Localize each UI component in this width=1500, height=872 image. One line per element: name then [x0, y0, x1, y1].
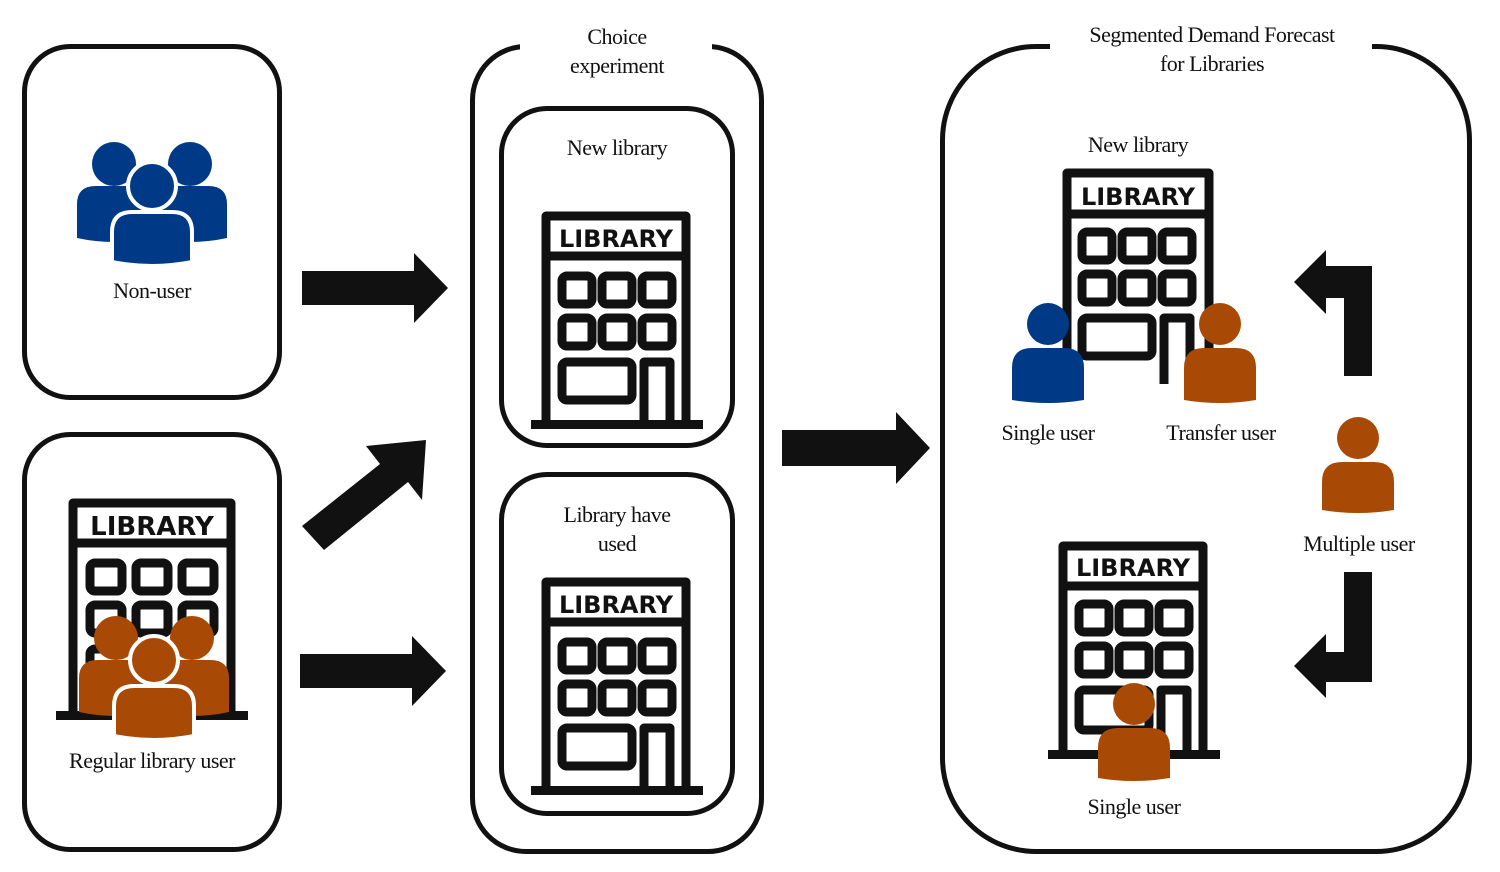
- library-sign: LIBRARY: [1076, 554, 1191, 582]
- library-sign: LIBRARY: [559, 225, 674, 253]
- library-sign: LIBRARY: [559, 591, 674, 619]
- turn-left-arrow-icon: [1294, 572, 1372, 698]
- new-library-label: New library: [566, 135, 668, 160]
- choice-experiment-title-line1: Choice: [587, 24, 647, 49]
- non-user-label: Non-user: [113, 278, 191, 303]
- arrow-right-icon: [782, 412, 930, 484]
- library-building-icon: LIBRARY: [531, 577, 703, 795]
- arrow-right-icon: [300, 636, 446, 706]
- used-library-label-line1: Library have: [563, 502, 672, 527]
- group-users-icon: [77, 142, 227, 268]
- library-building-icon: LIBRARY: [531, 211, 703, 429]
- turn-left-arrow-icon: [1294, 250, 1372, 376]
- arrow-right-icon: [302, 253, 448, 323]
- group-users-icon: [79, 616, 229, 742]
- user-icon-orange: [1322, 417, 1394, 513]
- user-icon-blue: [1012, 303, 1084, 403]
- title-gap: [520, 36, 712, 52]
- transfer-user-label: Transfer user: [1166, 420, 1276, 445]
- single-user-bottom-label: Single user: [1087, 794, 1181, 819]
- user-icon-orange: [1184, 303, 1256, 403]
- used-library-label-line2: used: [597, 531, 637, 556]
- title-gap: [1050, 36, 1372, 52]
- choice-experiment-title-line2: experiment: [570, 53, 664, 78]
- arrow-up-right-icon: [302, 440, 426, 550]
- forecast-title-line2: for Libraries: [1159, 51, 1265, 76]
- library-building-icon: LIBRARY: [1062, 168, 1214, 384]
- user-icon-orange: [1098, 683, 1170, 781]
- forecast-title-line1: Segmented Demand Forecast: [1089, 22, 1335, 47]
- new-library-label: New library: [1087, 132, 1189, 157]
- library-sign: LIBRARY: [1081, 183, 1196, 211]
- single-user-label: Single user: [1001, 420, 1095, 445]
- multiple-user-label: Multiple user: [1303, 531, 1415, 556]
- regular-user-label: Regular library user: [69, 748, 235, 773]
- library-sign: LIBRARY: [90, 512, 215, 542]
